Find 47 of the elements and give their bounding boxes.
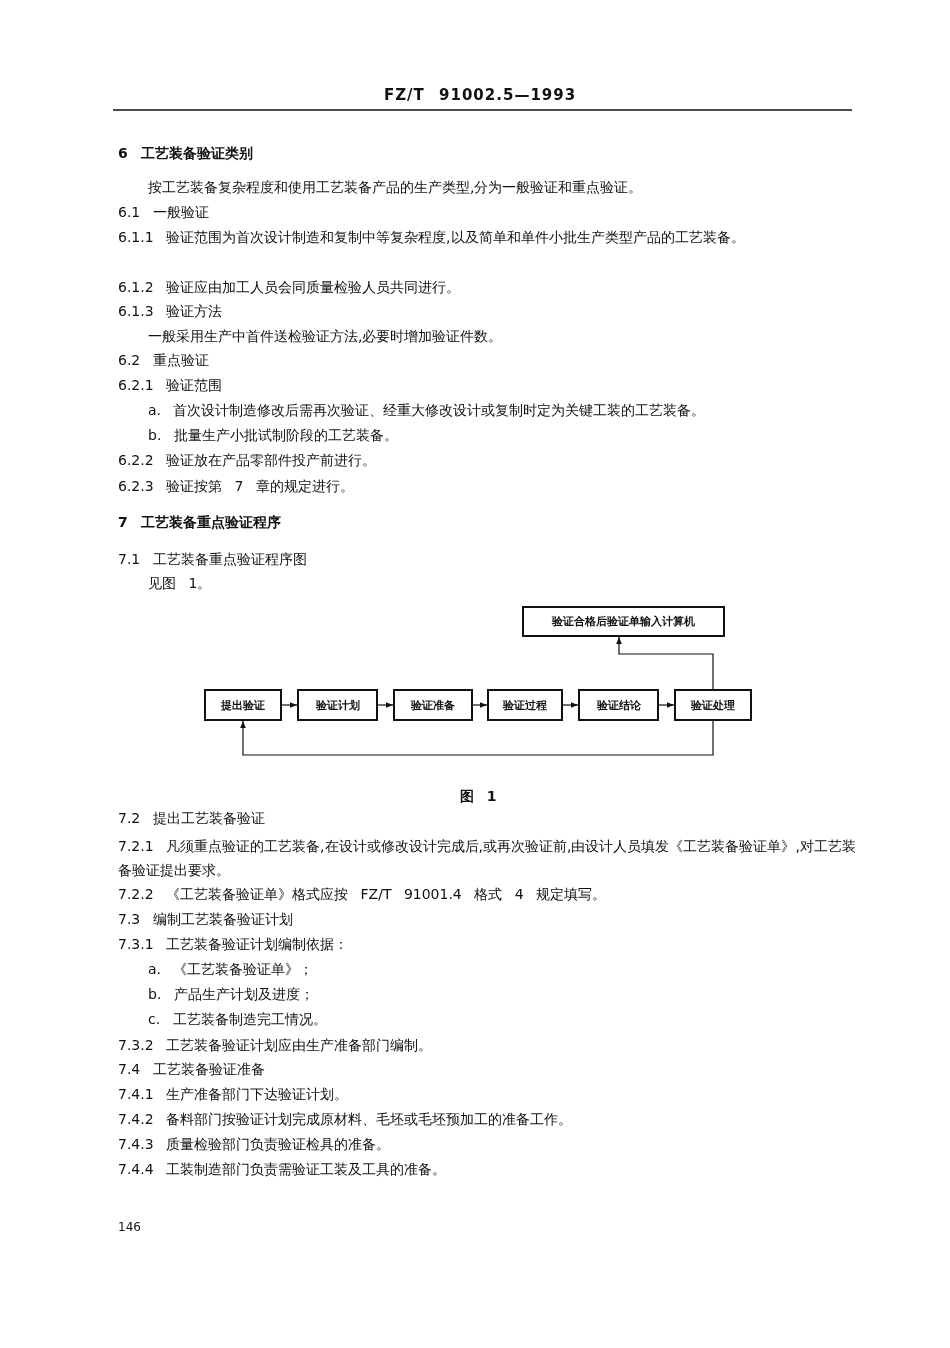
paragraph-text: 6.1.3 验证方法 [118, 302, 223, 321]
paragraph-text: 按工艺装备复杂程度和使用工艺装备产品的生产类型,分为一般验证和重点验证。 [148, 178, 643, 197]
section-heading: 6 工艺装备验证类别 [118, 144, 253, 163]
paragraph-text: 6.2.2 验证放在产品零部件投产前进行。 [118, 451, 377, 470]
paragraph-text: 见图 1。 [148, 574, 212, 593]
paragraph-text: 7.2.1 凡须重点验证的工艺装备,在设计或修改设计完成后,或再次验证前,由设计人员填发《工艺装备验证单》,对工艺装备验证提出要求。 [118, 837, 857, 880]
process-box: 验证处理 [674, 689, 752, 721]
document-number: FZ/T 91002.5—1993 [384, 85, 577, 106]
arrow [472, 702, 488, 708]
section-heading: 7 工艺装备重点验证程序 [118, 513, 281, 532]
paragraph-text: 7.4.1 生产准备部门下达验证计划。 [118, 1085, 349, 1104]
arrow [562, 702, 579, 708]
paragraph-text: 7.2.2 《工艺装备验证单》格式应按 FZ/T 91001.4 格式 4 规定填写。 [118, 885, 607, 904]
process-box: 验证计划 [297, 689, 378, 721]
process-box: 验证准备 [393, 689, 473, 721]
paragraph-text: a. 首次设计制造修改后需再次验证、经重大修改设计或复制时定为关键工装的工艺装备。 [148, 401, 706, 420]
paragraph-text: 7.3.2 工艺装备验证计划应由生产准备部门编制。 [118, 1036, 433, 1055]
process-box: 验证合格后验证单输入计算机 [522, 606, 725, 637]
paragraph-text: 7.4.2 备料部门按验证计划完成原材料、毛坯或毛坯预加工的准备工作。 [118, 1110, 573, 1129]
paragraph-text: 7.1 工艺装备重点验证程序图 [118, 550, 307, 569]
paragraph-text: 6.1 一般验证 [118, 203, 209, 222]
page-number: 146 [118, 1219, 141, 1236]
paragraph-text: 7.4.3 质量检验部门负责验证检具的准备。 [118, 1135, 391, 1154]
paragraph-text: 7.4.4 工装制造部门负责需验证工装及工具的准备。 [118, 1160, 447, 1179]
arrow [281, 702, 298, 708]
arrow [616, 636, 714, 690]
paragraph-text: 6.2.1 验证范围 [118, 376, 223, 395]
paragraph-text: 6.2.3 验证按第 7 章的规定进行。 [118, 477, 354, 496]
process-box: 提出验证 [204, 689, 282, 721]
paragraph-text: 6.1.2 验证应由加工人员会同质量检验人员共同进行。 [118, 278, 461, 297]
paragraph-text: b. 批量生产小批试制阶段的工艺装备。 [148, 426, 398, 445]
paragraph-text: b. 产品生产计划及进度； [148, 985, 314, 1004]
arrow [377, 702, 394, 708]
paragraph-text: 7.3.1 工艺装备验证计划编制依据： [118, 935, 349, 954]
paragraph-text: 7.4 工艺装备验证准备 [118, 1060, 265, 1079]
process-box: 验证结论 [578, 689, 659, 721]
figure-caption: 图 1 [460, 787, 497, 806]
paragraph-text: 一般采用生产中首件送检验证方法,必要时增加验证件数。 [148, 327, 503, 346]
process-box: 验证过程 [487, 689, 563, 721]
paragraph-text: 6.1.1 验证范围为首次设计制造和复制中等复杂程度,以及简单和单件小批生产类型产品的工艺装备。 [118, 228, 745, 247]
arrow [658, 702, 675, 708]
paragraph-text: c. 工艺装备制造完工情况。 [148, 1010, 327, 1029]
paragraph-text: 7.3 编制工艺装备验证计划 [118, 910, 293, 929]
paragraph-text: 7.2 提出工艺装备验证 [118, 809, 265, 828]
paragraph-text: a. 《工艺装备验证单》； [148, 960, 314, 979]
paragraph-text: 6.2 重点验证 [118, 351, 209, 370]
arrow [240, 720, 714, 756]
